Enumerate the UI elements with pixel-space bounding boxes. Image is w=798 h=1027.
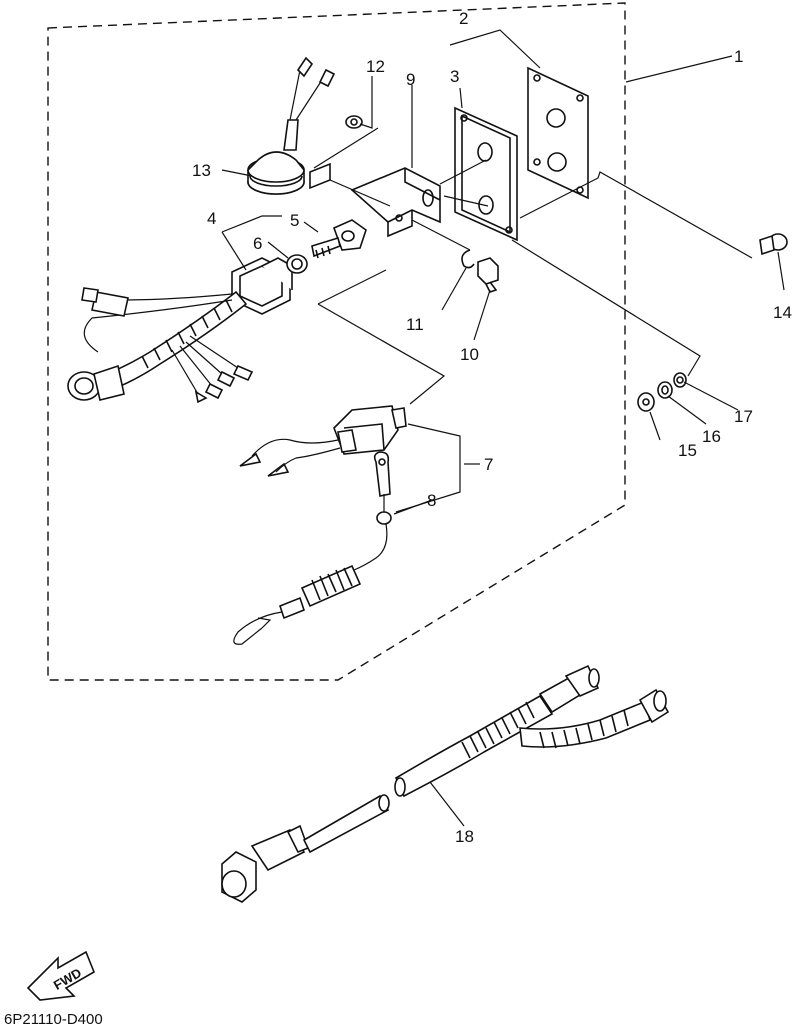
part-18-main-harness [221,664,670,903]
label-3: 3 [450,67,459,86]
part-labels: 1 2 3 4 5 6 7 8 9 10 11 12 13 14 15 16 1… [192,9,792,846]
part-11-washer [461,249,475,269]
label-6: 6 [253,234,262,253]
drawing-code: 6P21110-D400 [4,1011,103,1027]
label-10: 10 [460,345,479,364]
part-8-lanyard [233,451,392,645]
part-17-washer [673,372,687,388]
leader-lines [221,29,785,827]
part-10-screw [477,257,499,293]
part-6-ring [286,254,308,274]
label-16: 16 [702,427,721,446]
label-8: 8 [427,491,436,510]
part-5-key [311,219,367,259]
part-14-bolt [759,233,788,256]
fwd-arrow: FWD [26,950,96,1001]
part-2-plate [527,66,589,200]
label-15: 15 [678,441,697,460]
label-1: 1 [734,47,743,66]
part-13-grommet [247,56,336,195]
part-7-stop-switch [239,405,407,477]
part-9-bracket [350,167,441,238]
assembly-boundary [47,2,626,681]
label-2: 2 [459,9,468,28]
label-14: 14 [773,303,792,322]
part-12-nut [345,115,363,129]
label-5: 5 [290,211,299,230]
label-13: 13 [192,161,211,180]
part-15-nut [637,392,655,412]
label-4: 4 [207,209,216,228]
label-12: 12 [366,57,385,76]
part-3-plate [454,106,518,242]
part-16-washer [657,381,673,399]
label-7: 7 [484,455,493,474]
label-17: 17 [734,407,753,426]
label-11: 11 [406,315,424,334]
part-4-switch-harness [67,257,293,404]
label-18: 18 [455,827,474,846]
label-9: 9 [406,70,415,89]
